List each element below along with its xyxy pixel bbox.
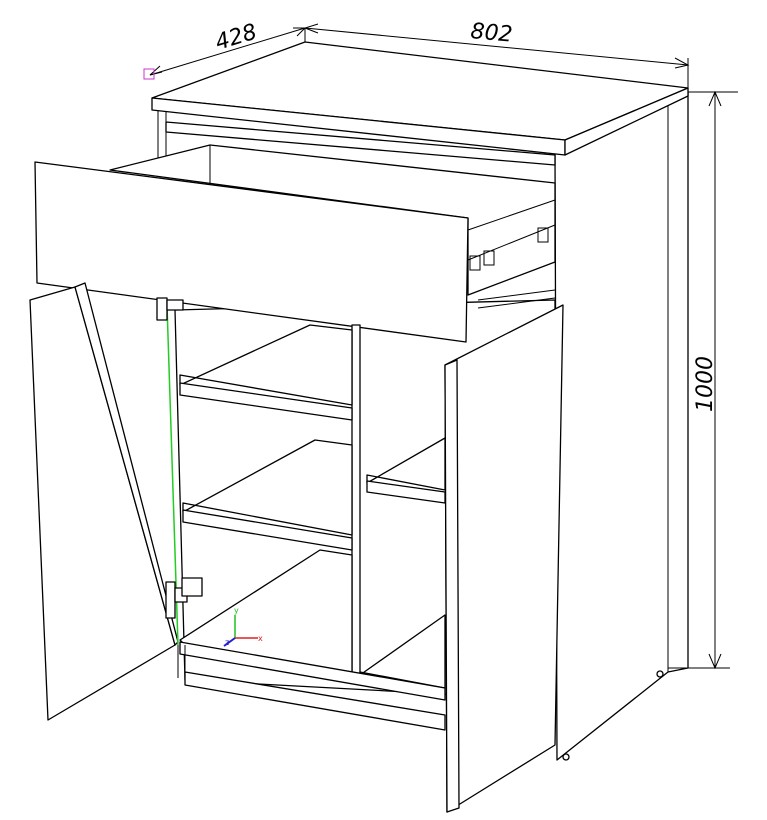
height-label: 1000 [693,356,718,412]
origin-marker-icon [143,68,155,80]
dimension-width [303,23,690,88]
axis-y-label: y [234,606,239,615]
left-middle-shelf [182,439,353,536]
drawer-runner [467,199,556,231]
depth-label: 428 [212,20,259,56]
left-middle-shelf-front [182,509,353,551]
left-upper-shelf-front [179,382,353,421]
lower-rail [477,289,556,301]
drawer-runner-lower [467,224,556,261]
right-door[interactable] [444,304,564,813]
dimension-height [668,90,738,670]
foot-icon [656,670,664,678]
hinge-icon [156,297,203,619]
lower-rail-edge [477,297,556,309]
drawer-slide-icon [469,227,549,271]
right-door-edge [444,359,460,813]
left-upper-shelf [179,324,353,406]
width-label: 802 [469,19,513,48]
drawer-front[interactable] [34,161,469,343]
front-rail [165,121,556,166]
axis-z-label: z [225,638,229,647]
axis-x-label: x [258,634,263,643]
top-panel-side-edge [564,87,689,156]
axis-indicator: y x z [223,606,263,647]
bottom-front-edge [179,641,446,701]
foot-icon [562,753,570,761]
center-partition [351,324,361,683]
